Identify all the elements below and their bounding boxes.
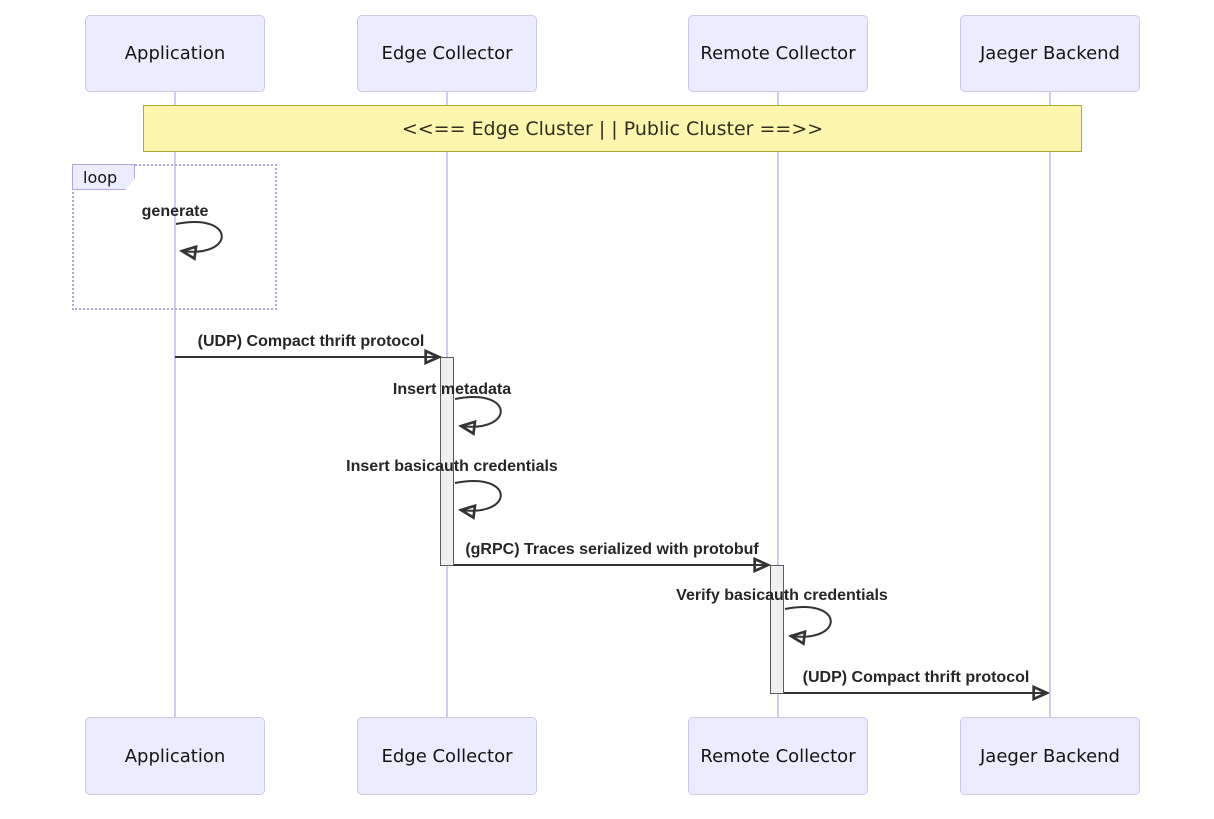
participant-label: Jaeger Backend bbox=[979, 43, 1120, 64]
participant-application-top: Application bbox=[85, 15, 265, 92]
participant-label: Application bbox=[124, 43, 226, 64]
participant-label: Jaeger Backend bbox=[979, 745, 1120, 767]
message-label-udp-thrift-1: (UDP) Compact thrift protocol bbox=[197, 333, 425, 350]
participant-application-bottom: Application bbox=[85, 717, 265, 795]
lifeline-jaeger-backend bbox=[1049, 92, 1051, 717]
message-label-udp-thrift-2: (UDP) Compact thrift protocol bbox=[802, 669, 1030, 686]
loop-fragment-box bbox=[72, 164, 277, 310]
participant-edge-collector-top: Edge Collector bbox=[357, 15, 537, 92]
self-loop-verify-basicauth bbox=[784, 606, 832, 637]
participant-label: Remote Collector bbox=[700, 745, 856, 767]
activation-edge-collector bbox=[440, 357, 454, 566]
loop-fragment-label-tab: loop bbox=[72, 164, 135, 190]
loop-label: loop bbox=[83, 167, 118, 187]
note-text: <<== Edge Cluster | | Public Cluster ==>… bbox=[401, 117, 824, 140]
message-label-verify-basicauth: Verify basicauth credentials bbox=[676, 587, 888, 604]
message-label-insert-basicauth: Insert basicauth credentials bbox=[346, 458, 558, 475]
lifeline-remote-collector bbox=[777, 92, 779, 717]
message-label-generate: generate bbox=[141, 203, 209, 220]
self-loop-insert-metadata bbox=[454, 396, 502, 427]
lifeline-application bbox=[174, 92, 176, 717]
participant-jaeger-backend-bottom: Jaeger Backend bbox=[960, 717, 1140, 795]
self-loop-insert-basicauth bbox=[454, 480, 502, 511]
activation-remote-collector bbox=[770, 565, 784, 694]
message-label-grpc-protobuf: (gRPC) Traces serialized with protobuf bbox=[465, 541, 759, 558]
participant-remote-collector-bottom: Remote Collector bbox=[688, 717, 868, 795]
participant-label: Edge Collector bbox=[381, 745, 513, 767]
participant-label: Edge Collector bbox=[381, 43, 513, 64]
participant-label: Application bbox=[124, 745, 226, 767]
note-edge-public-cluster: <<== Edge Cluster | | Public Cluster ==>… bbox=[143, 105, 1082, 152]
participant-edge-collector-bottom: Edge Collector bbox=[357, 717, 537, 795]
participant-label: Remote Collector bbox=[700, 43, 856, 64]
message-label-insert-metadata: Insert metadata bbox=[392, 381, 512, 398]
participant-remote-collector-top: Remote Collector bbox=[688, 15, 868, 92]
participant-jaeger-backend-top: Jaeger Backend bbox=[960, 15, 1140, 92]
